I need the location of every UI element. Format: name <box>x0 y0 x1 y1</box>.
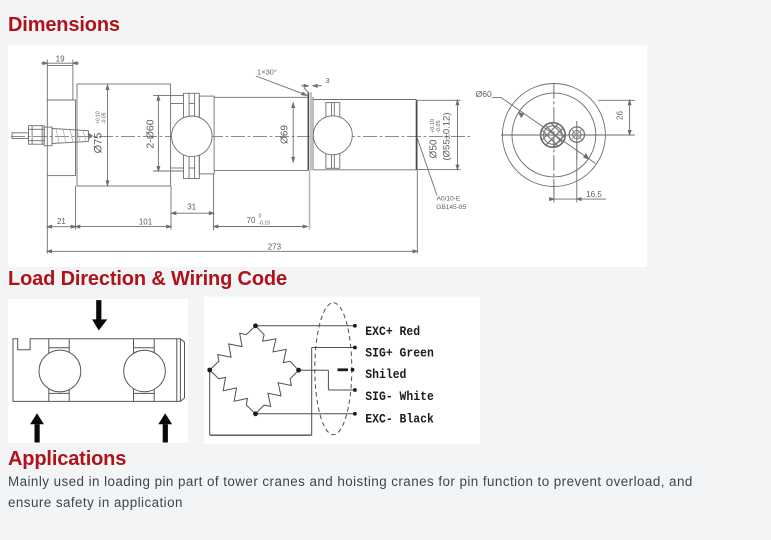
svg-text:GB145-85: GB145-85 <box>436 204 466 211</box>
svg-text:EXC- Black: EXC- Black <box>365 412 434 427</box>
svg-text:-0.05: -0.05 <box>436 120 442 133</box>
svg-text:21: 21 <box>57 217 66 226</box>
svg-text:A0/10-E: A0/10-E <box>437 195 461 202</box>
svg-text:31: 31 <box>187 203 196 212</box>
svg-text:273: 273 <box>268 242 282 251</box>
svg-text:0: 0 <box>259 214 262 220</box>
svg-text:Ø50: Ø50 <box>429 139 440 158</box>
svg-text:Ø69: Ø69 <box>280 125 291 144</box>
svg-text:Ø60: Ø60 <box>476 89 492 99</box>
svg-text:EXC+ Red: EXC+ Red <box>365 324 420 339</box>
svg-text:1×30°: 1×30° <box>257 68 277 77</box>
svg-text:(Ø55±0.12): (Ø55±0.12) <box>442 113 453 161</box>
svg-text:SIG- White: SIG- White <box>365 389 434 404</box>
svg-text:2-Ø60: 2-Ø60 <box>145 119 157 148</box>
svg-text:19: 19 <box>56 55 65 64</box>
svg-text:16.5: 16.5 <box>586 190 602 199</box>
svg-text:101: 101 <box>139 218 153 227</box>
svg-text:-0.19: -0.19 <box>259 221 271 227</box>
svg-text:Ø75: Ø75 <box>93 133 105 154</box>
svg-text:Shiled: Shiled <box>365 367 406 382</box>
svg-text:70: 70 <box>247 216 256 225</box>
svg-text:3: 3 <box>325 76 329 85</box>
svg-text:-0.05: -0.05 <box>102 112 108 124</box>
svg-text:SIG+ Green: SIG+ Green <box>365 346 434 361</box>
svg-text:+0.10: +0.10 <box>96 111 102 124</box>
svg-text:26: 26 <box>616 111 625 120</box>
svg-text:+0.10: +0.10 <box>430 119 436 133</box>
